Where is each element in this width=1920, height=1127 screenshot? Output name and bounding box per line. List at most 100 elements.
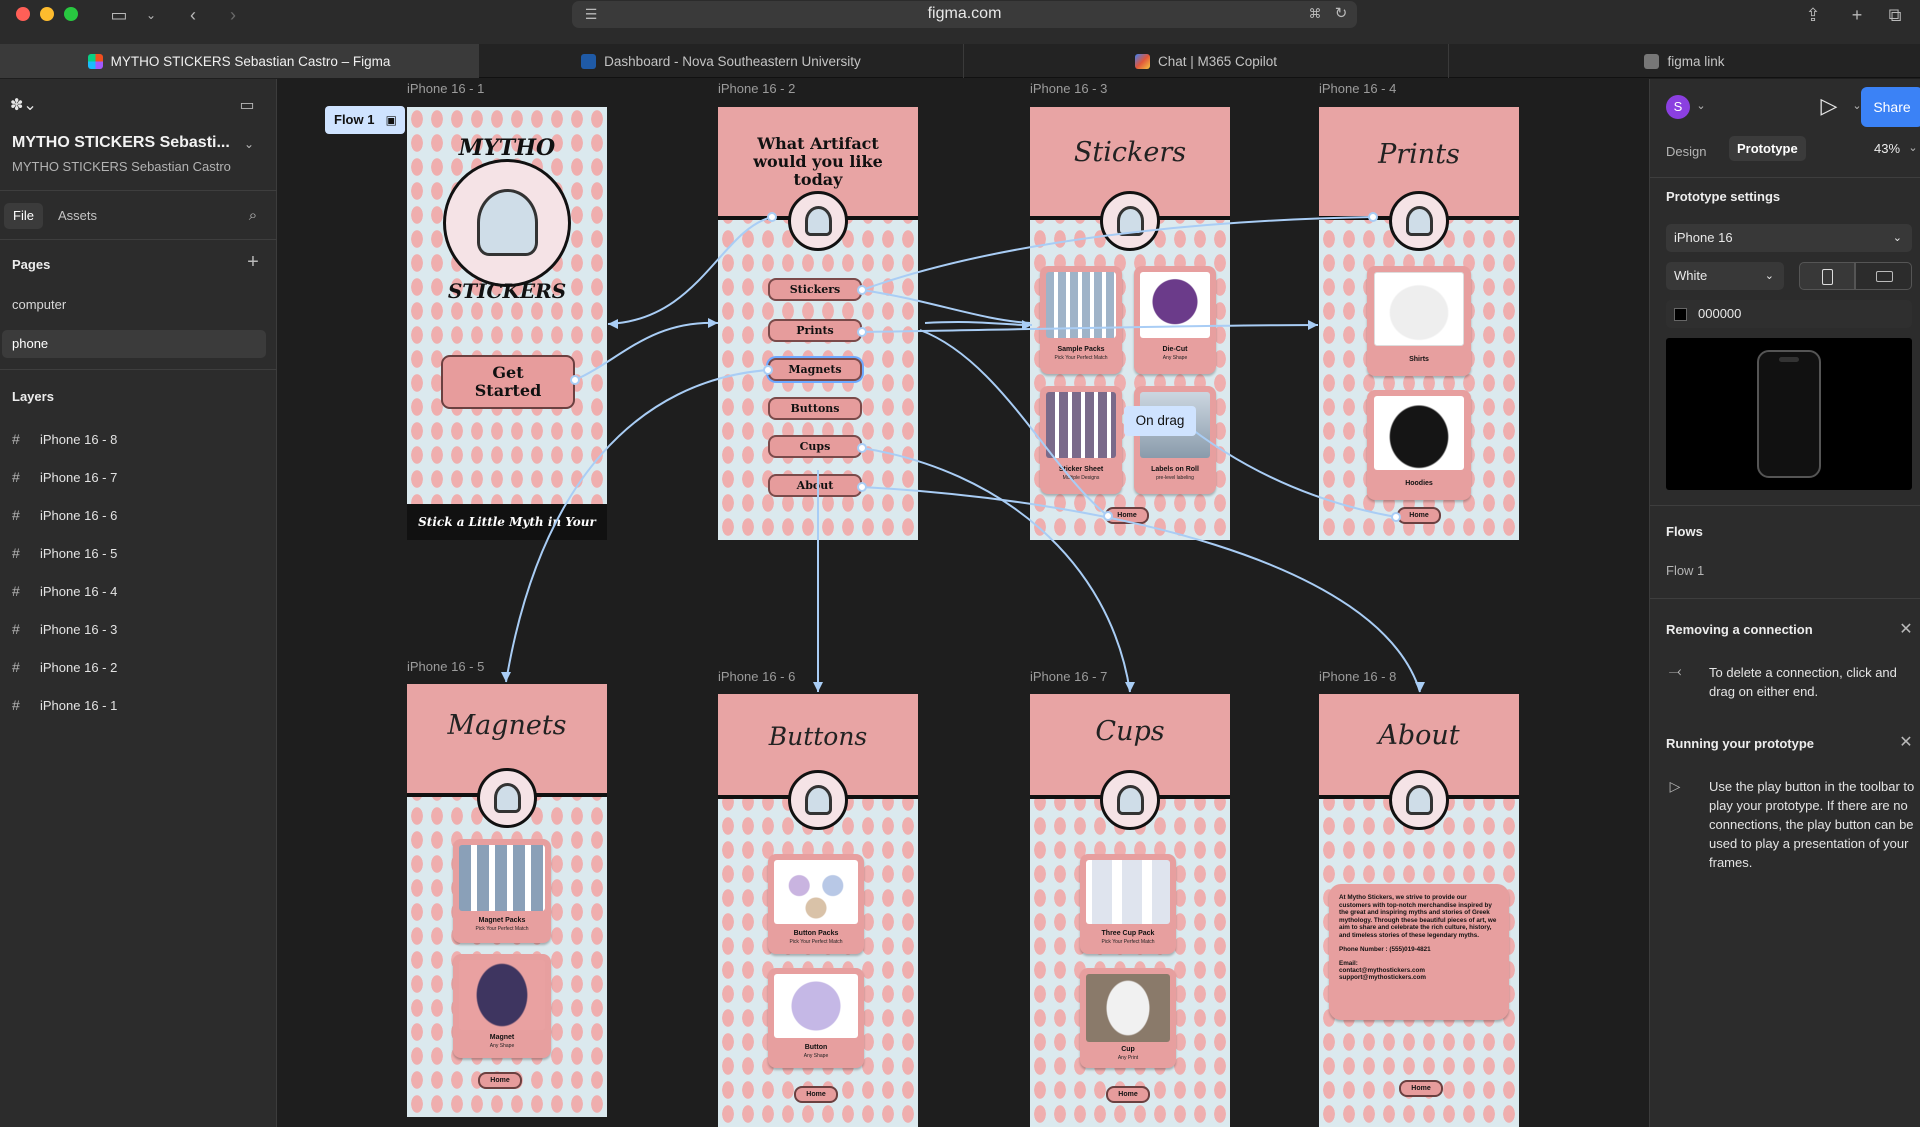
tab-file[interactable]: File xyxy=(4,203,43,229)
frame-iphone-16-7[interactable]: Cups Three Cup Pack Pick Your Perfect Ma… xyxy=(1030,694,1230,1127)
close-window-button[interactable] xyxy=(16,7,30,21)
frame-iphone-16-8[interactable]: About At Mytho Stickers, we strive to pr… xyxy=(1319,694,1519,1127)
flow-item[interactable]: Flow 1 xyxy=(1666,563,1705,578)
forward-icon[interactable]: › xyxy=(230,5,236,25)
product-card[interactable]: Magnet Packs Pick Your Perfect Match xyxy=(453,839,551,943)
layer-item[interactable]: #iPhone 16 - 2 xyxy=(12,655,117,679)
frame-label[interactable]: iPhone 16 - 6 xyxy=(718,669,796,684)
tab-design[interactable]: Design xyxy=(1666,144,1707,159)
menu-button-about[interactable]: About xyxy=(768,474,862,497)
back-icon[interactable]: ‹ xyxy=(190,5,196,25)
home-button[interactable]: Home xyxy=(794,1086,838,1103)
menu-button-stickers[interactable]: Stickers xyxy=(768,278,862,301)
landscape-toggle[interactable] xyxy=(1855,262,1912,290)
chevron-down-icon[interactable]: ⌄ xyxy=(1696,100,1706,112)
search-icon[interactable]: ⌕ xyxy=(248,207,258,224)
product-card[interactable]: Shirts xyxy=(1367,266,1471,376)
chevron-down-icon[interactable]: ⌄ xyxy=(1908,142,1918,154)
menu-button-buttons[interactable]: Buttons xyxy=(768,397,862,420)
chevron-down-icon[interactable]: ⌄ xyxy=(243,137,255,151)
share-page-icon[interactable]: ⇪ xyxy=(1805,5,1821,25)
address-bar[interactable]: ☰ figma.com ⌘ ↻ xyxy=(572,1,1357,28)
frame-label[interactable]: iPhone 16 - 7 xyxy=(1030,669,1108,684)
panel-toggle-icon[interactable]: ▭ xyxy=(239,97,255,114)
browser-tab-dashboard[interactable]: Dashboard - Nova Southeastern University xyxy=(479,44,964,78)
device-select[interactable]: iPhone 16 ⌄ xyxy=(1666,224,1912,252)
minimize-window-button[interactable] xyxy=(40,7,54,21)
figma-menu-icon[interactable]: ✽⌄ xyxy=(10,97,37,114)
background-color-field[interactable]: 000000 xyxy=(1666,300,1912,328)
file-title[interactable]: MYTHO STICKERS Sebasti... xyxy=(12,134,230,151)
page-item-computer[interactable]: computer xyxy=(12,297,67,312)
product-card[interactable]: Sample Packs Pick Your Perfect Match xyxy=(1040,266,1122,374)
close-icon[interactable]: ✕ xyxy=(1899,734,1913,751)
product-card[interactable]: Magnet Any Shape xyxy=(453,954,551,1058)
product-card[interactable]: Labels on Roll pre-level labeling xyxy=(1134,386,1216,494)
frame-label[interactable]: iPhone 16 - 8 xyxy=(1319,669,1397,684)
frame-iphone-16-3[interactable]: Stickers Sample Packs Pick Your Perfect … xyxy=(1030,107,1230,540)
layer-item[interactable]: #iPhone 16 - 3 xyxy=(12,617,117,641)
add-page-icon[interactable]: + xyxy=(247,251,259,273)
frame-iphone-16-2[interactable]: What Artifact would you like today Stick… xyxy=(718,107,918,540)
browser-tab-figma[interactable]: MYTHO STICKERS Sebastian Castro – Figma xyxy=(0,44,479,78)
portrait-toggle[interactable] xyxy=(1799,262,1855,290)
color-swatch[interactable] xyxy=(1674,308,1687,321)
card-caption: Sticker Sheet xyxy=(1058,466,1104,473)
avatar[interactable]: S xyxy=(1666,95,1690,119)
frame-label[interactable]: iPhone 16 - 2 xyxy=(718,81,796,96)
layer-item[interactable]: #iPhone 16 - 6 xyxy=(12,503,117,527)
layers-panel: ✽⌄ ▭ MYTHO STICKERS Sebasti... ⌄ MYTHO S… xyxy=(0,79,277,1127)
browser-tab-copilot[interactable]: Chat | M365 Copilot xyxy=(964,44,1449,78)
product-card[interactable]: Sticker Sheet Multiple Designs xyxy=(1040,386,1122,494)
chevron-down-icon[interactable]: ⌄ xyxy=(1852,100,1862,112)
new-tab-icon[interactable]: + xyxy=(1851,5,1863,25)
zoom-level[interactable]: 43% xyxy=(1874,141,1901,156)
layer-item[interactable]: #iPhone 16 - 7 xyxy=(12,465,117,489)
home-button[interactable]: Home xyxy=(1397,507,1441,524)
product-card[interactable]: Cup Any Print xyxy=(1080,968,1176,1068)
product-card[interactable]: Three Cup Pack Pick Your Perfect Match xyxy=(1080,854,1176,954)
product-card[interactable]: Die-Cut Any Shape xyxy=(1134,266,1216,374)
home-button[interactable]: Home xyxy=(1105,507,1149,524)
home-button[interactable]: Home xyxy=(1106,1086,1150,1103)
layer-item[interactable]: #iPhone 16 - 8 xyxy=(12,427,117,451)
play-flow-icon[interactable]: ▣ xyxy=(385,113,397,127)
layer-item[interactable]: #iPhone 16 - 1 xyxy=(12,693,117,717)
frame-iphone-16-1[interactable]: MYTHO STICKERS Get Started Stick a Littl… xyxy=(407,107,607,540)
frame-label[interactable]: iPhone 16 - 5 xyxy=(407,659,485,674)
menu-button-magnets[interactable]: Magnets xyxy=(768,358,862,381)
tab-prototype[interactable]: Prototype xyxy=(1729,136,1806,161)
zoom-window-button[interactable] xyxy=(64,7,78,21)
home-button[interactable]: Home xyxy=(1399,1080,1443,1097)
flow-starting-point[interactable]: Flow 1 ▣ xyxy=(325,106,405,134)
frame-label[interactable]: iPhone 16 - 4 xyxy=(1319,81,1397,96)
frame-iphone-16-5[interactable]: Magnets Magnet Packs Pick Your Perfect M… xyxy=(407,684,607,1117)
layer-item[interactable]: #iPhone 16 - 5 xyxy=(12,541,117,565)
home-button[interactable]: Home xyxy=(478,1072,522,1089)
frame-label[interactable]: iPhone 16 - 3 xyxy=(1030,81,1108,96)
product-card[interactable]: Button Any Shape xyxy=(768,968,864,1068)
translate-icon[interactable]: ⌘ xyxy=(1308,6,1322,21)
page-item-phone[interactable]: phone xyxy=(2,330,266,358)
menu-button-cups[interactable]: Cups xyxy=(768,435,862,458)
frame-iphone-16-4[interactable]: Prints Shirts Hoodies Home xyxy=(1319,107,1519,540)
layer-item[interactable]: #iPhone 16 - 4 xyxy=(12,579,117,603)
play-icon[interactable]: ▷ xyxy=(1820,93,1838,118)
frame-iphone-16-6[interactable]: Buttons Button Packs Pick Your Perfect M… xyxy=(718,694,918,1127)
tab-assets[interactable]: Assets xyxy=(58,208,98,223)
menu-button-prints[interactable]: Prints xyxy=(768,319,862,342)
device-color-select[interactable]: White ⌄ xyxy=(1666,262,1784,290)
browser-tab-figma-link[interactable]: figma link xyxy=(1449,44,1920,78)
frame-label[interactable]: iPhone 16 - 1 xyxy=(407,81,485,96)
share-button[interactable]: Share xyxy=(1861,87,1920,127)
sidebar-toggle-icon[interactable]: ▭ xyxy=(110,5,128,25)
get-started-button[interactable]: Get Started xyxy=(441,355,575,409)
reload-icon[interactable]: ↻ xyxy=(1334,5,1348,22)
close-icon[interactable]: ✕ xyxy=(1899,621,1913,638)
design-canvas[interactable]: iPhone 16 - 1 iPhone 16 - 2 iPhone 16 - … xyxy=(278,79,1648,1127)
chevron-down-icon[interactable]: ⌄ xyxy=(145,8,157,22)
product-card[interactable]: Button Packs Pick Your Perfect Match xyxy=(768,854,864,954)
tab-overview-icon[interactable]: ⧉ xyxy=(1888,5,1902,25)
product-card[interactable]: Hoodies xyxy=(1367,390,1471,500)
reader-icon[interactable]: ☰ xyxy=(584,6,598,22)
